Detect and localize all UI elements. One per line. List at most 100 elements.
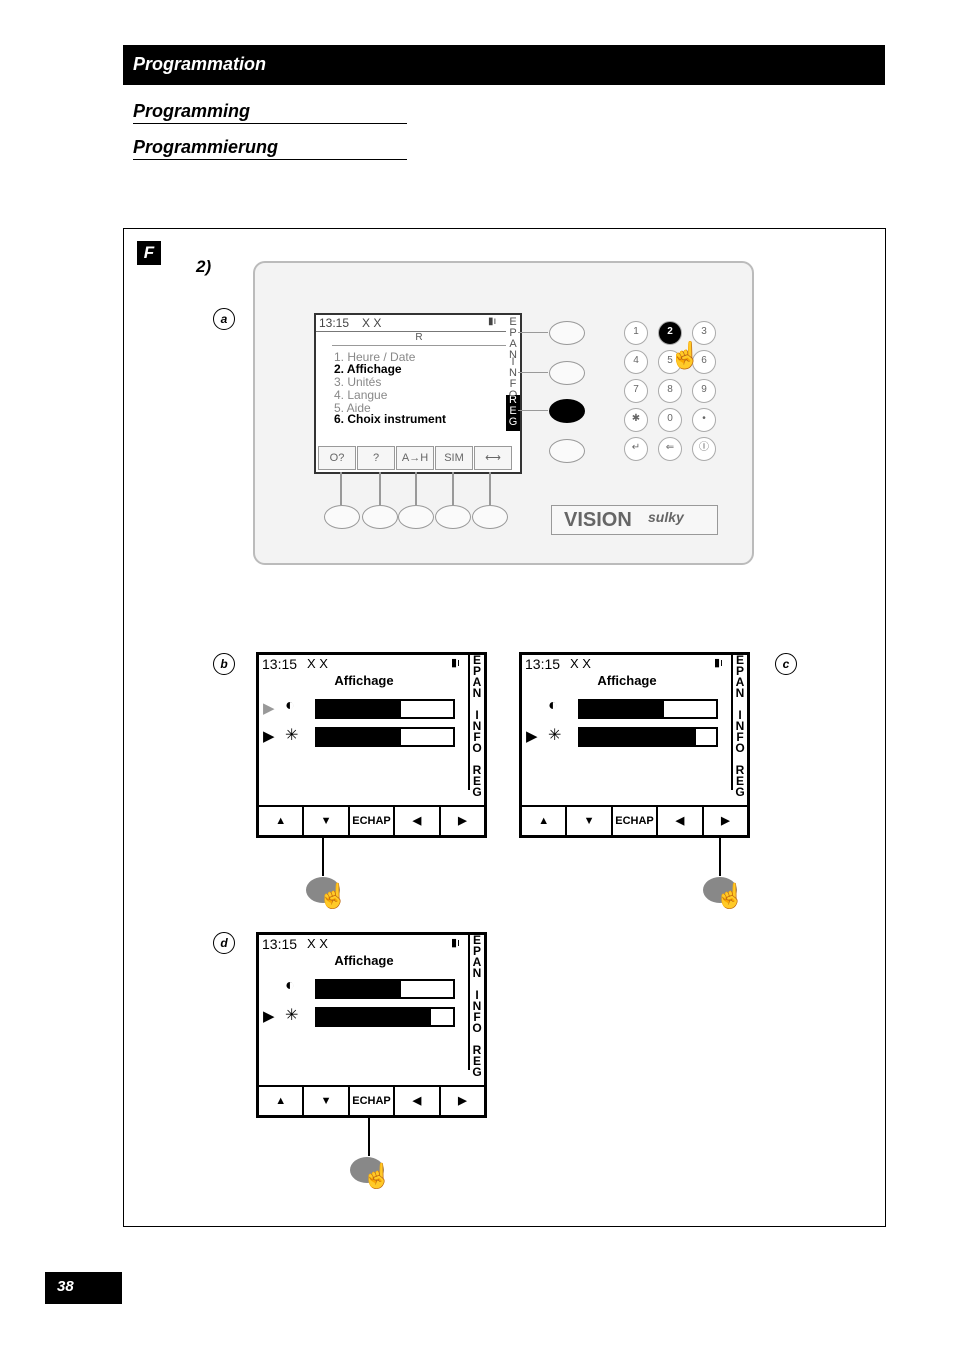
battery-icon: ▮ı bbox=[714, 657, 724, 669]
screen-status: X X bbox=[307, 936, 328, 951]
side-button-info[interactable] bbox=[549, 361, 585, 385]
screen-button[interactable]: ◀ bbox=[395, 1087, 441, 1115]
physical-button[interactable] bbox=[703, 877, 737, 903]
screen-button[interactable]: ▶ bbox=[458, 1095, 467, 1107]
subtitle-en: Programming bbox=[133, 101, 407, 124]
screen-button[interactable]: ECHAP bbox=[350, 1087, 396, 1115]
brightness-icon: ✳ bbox=[548, 727, 562, 744]
softkey-1[interactable]: O? bbox=[318, 446, 356, 470]
keypad-key[interactable]: 8 bbox=[658, 379, 682, 403]
menu-item-6[interactable]: 6. Choix instrument bbox=[334, 412, 447, 426]
selection-arrow-icon: ▶ bbox=[263, 700, 275, 717]
screen-title: Affichage bbox=[334, 673, 394, 688]
figure-frame bbox=[123, 228, 886, 1227]
screen-button[interactable]: ▼ bbox=[567, 807, 613, 835]
connector-line bbox=[489, 472, 491, 505]
contrast-bar[interactable] bbox=[315, 699, 455, 719]
screen-button[interactable]: ECHAP bbox=[350, 807, 396, 835]
screen-button[interactable]: ▼ bbox=[304, 807, 350, 835]
connector-line bbox=[379, 472, 381, 505]
keypad-key[interactable]: ↵ bbox=[624, 437, 648, 461]
bottom-button-3[interactable] bbox=[398, 505, 434, 529]
screen-button[interactable]: ECHAP bbox=[613, 807, 659, 835]
brightness-icon: ✳ bbox=[285, 727, 299, 744]
keypad-key[interactable]: 9 bbox=[692, 379, 716, 403]
side-button-menu[interactable] bbox=[549, 439, 585, 463]
contrast-fill bbox=[580, 701, 665, 717]
softkey-4[interactable]: SIM bbox=[435, 446, 473, 470]
screen-title: Affichage bbox=[334, 953, 394, 968]
hand-pointer-icon: ☝ bbox=[715, 883, 745, 910]
bottom-button-2[interactable] bbox=[362, 505, 398, 529]
connector-line bbox=[415, 472, 417, 505]
connector-line bbox=[518, 372, 548, 373]
softkey-5[interactable]: ⟷ bbox=[474, 446, 512, 470]
keypad-key[interactable]: 7 bbox=[624, 379, 648, 403]
connector-line bbox=[518, 410, 548, 411]
screen-button[interactable]: ▲ bbox=[522, 807, 568, 835]
keypad-key[interactable]: • bbox=[692, 408, 716, 432]
physical-button[interactable] bbox=[306, 877, 340, 903]
softkey-3[interactable]: A→H bbox=[396, 446, 434, 470]
keypad-key[interactable]: ✱ bbox=[624, 408, 648, 432]
contrast-bar[interactable] bbox=[315, 979, 455, 999]
contrast-icon: ◐ bbox=[285, 697, 295, 714]
brightness-bar[interactable] bbox=[315, 1007, 455, 1027]
screen-time: 13:15 bbox=[525, 656, 561, 672]
bottom-button-4[interactable] bbox=[435, 505, 471, 529]
bottom-button-1[interactable] bbox=[324, 505, 360, 529]
contrast-bar[interactable] bbox=[578, 699, 718, 719]
screen-button[interactable]: ▶ bbox=[721, 815, 730, 827]
softkey-2[interactable]: ? bbox=[357, 446, 395, 470]
menu-item-1[interactable]: 1. Heure / Date bbox=[334, 350, 416, 364]
keypad-key[interactable]: 2 bbox=[658, 321, 682, 345]
menu-item-3[interactable]: 3. Unités bbox=[334, 375, 382, 389]
keypad-key[interactable]: 6 bbox=[692, 350, 716, 374]
contrast-fill bbox=[317, 981, 402, 997]
side-button-epan[interactable] bbox=[549, 321, 585, 345]
bottom-button-5[interactable] bbox=[472, 505, 508, 529]
screen-button[interactable]: ◀ bbox=[395, 807, 441, 835]
figure-tag: F bbox=[137, 241, 161, 265]
brightness-icon: ✳ bbox=[285, 1007, 299, 1024]
screen-button[interactable]: ▲ bbox=[259, 1087, 305, 1115]
menu-item-2[interactable]: 2. Affichage bbox=[334, 362, 402, 376]
battery-icon: ▮ı bbox=[488, 316, 497, 327]
brightness-fill bbox=[317, 1009, 432, 1025]
brightness-bar[interactable] bbox=[315, 727, 455, 747]
brand-plate: VISION sulky bbox=[551, 505, 718, 535]
device-screen: 13:15 X X ▮ı R 1. Heure / Date 2. Affich… bbox=[314, 313, 522, 474]
screen-button[interactable]: ▼ bbox=[304, 1087, 350, 1115]
connector-line bbox=[719, 838, 721, 876]
keypad-key[interactable]: 5 bbox=[658, 350, 682, 374]
contrast-fill bbox=[317, 701, 402, 717]
button-row: ▲▼ECHAP◀ ▶ bbox=[259, 805, 484, 835]
screen-button[interactable]: ▲ bbox=[259, 807, 305, 835]
brightness-bar[interactable] bbox=[578, 727, 718, 747]
keypad-key[interactable]: 4 bbox=[624, 350, 648, 374]
keypad-key[interactable]: 3 bbox=[692, 321, 716, 345]
keypad-key[interactable]: ⇐ bbox=[658, 437, 682, 461]
screen-button[interactable]: ◀ bbox=[658, 807, 704, 835]
brand-logo-2: sulky bbox=[648, 509, 684, 525]
button-row: ▲▼ECHAP◀ ▶ bbox=[259, 1085, 484, 1115]
screen-time: 13:15 bbox=[262, 936, 298, 952]
menu-item-5[interactable]: 5. Aide bbox=[334, 401, 371, 415]
side-button-reg[interactable] bbox=[549, 399, 585, 423]
screen-header-row: R bbox=[332, 332, 506, 346]
keypad-key[interactable]: 0 bbox=[658, 408, 682, 432]
menu-item-4[interactable]: 4. Langue bbox=[334, 388, 388, 402]
keypad-key[interactable]: 1 bbox=[624, 321, 648, 345]
screen-button[interactable]: ▶ bbox=[458, 815, 467, 827]
physical-button[interactable] bbox=[350, 1157, 384, 1183]
keypad-key[interactable]: Ⓘ bbox=[692, 437, 716, 461]
screen-topbar: 13:15 X X ▮ı bbox=[316, 315, 506, 332]
brand-logo: VISION bbox=[564, 509, 632, 531]
